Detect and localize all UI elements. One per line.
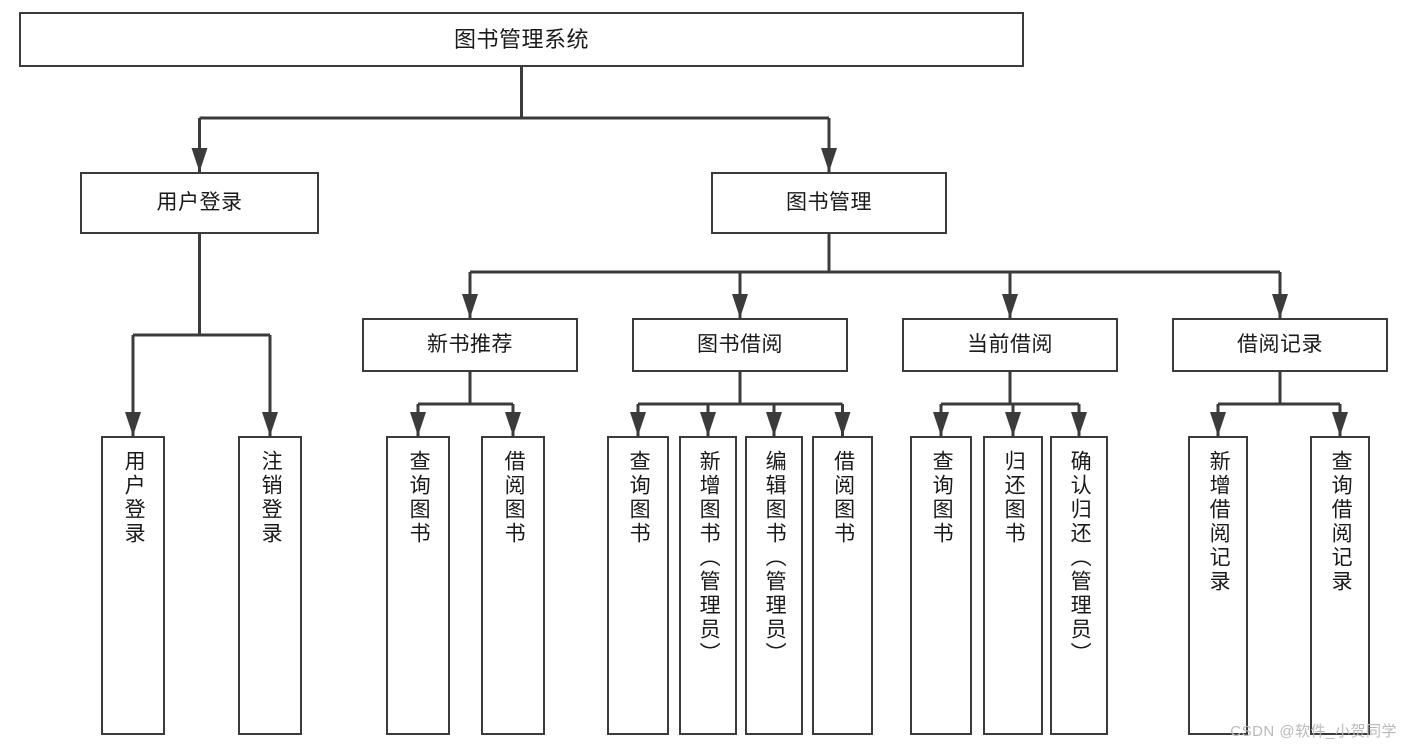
node-leaf-borrow-book-1[interactable]: 借阅图书 <box>481 436 545 735</box>
node-label: 借阅图书 <box>502 450 526 546</box>
node-leaf-user-login[interactable]: 用户登录 <box>101 436 165 735</box>
node-leaf-user-logout[interactable]: 注销登录 <box>238 436 302 735</box>
node-leaf-query-book-3[interactable]: 查询图书 <box>910 436 972 735</box>
node-leaf-add-book[interactable]: 新增图书（管理员） <box>679 436 737 735</box>
node-label: 图书借阅 <box>697 332 783 356</box>
node-new-book-rec[interactable]: 新书推荐 <box>362 318 578 372</box>
node-label: 借阅图书 <box>831 450 855 546</box>
node-leaf-confirm-return[interactable]: 确认归还（管理员） <box>1050 436 1108 735</box>
node-label: 新书推荐 <box>427 332 513 356</box>
node-label: 查询图书 <box>407 450 431 546</box>
node-leaf-query-record[interactable]: 查询借阅记录 <box>1310 436 1370 735</box>
node-label: 新增借阅记录 <box>1207 450 1231 594</box>
node-label: 借阅记录 <box>1237 332 1323 356</box>
node-label: 当前借阅 <box>967 332 1053 356</box>
node-label: 确认归还（管理员） <box>1068 450 1092 666</box>
node-leaf-return-book[interactable]: 归还图书 <box>983 436 1043 735</box>
node-label: 查询借阅记录 <box>1329 450 1353 594</box>
node-label: 编辑图书（管理员） <box>763 450 787 666</box>
node-label: 归还图书 <box>1002 450 1026 546</box>
node-leaf-add-record[interactable]: 新增借阅记录 <box>1188 436 1248 735</box>
node-label: 新增图书（管理员） <box>697 450 721 666</box>
node-current-borrow[interactable]: 当前借阅 <box>902 318 1118 372</box>
node-label: 图书管理 <box>786 190 872 214</box>
node-label: 查询图书 <box>627 450 651 546</box>
node-user-login[interactable]: 用户登录 <box>80 172 319 234</box>
node-root[interactable]: 图书管理系统 <box>19 12 1024 67</box>
node-leaf-edit-book[interactable]: 编辑图书（管理员） <box>745 436 803 735</box>
node-book-manage[interactable]: 图书管理 <box>711 172 947 234</box>
node-label: 注销登录 <box>259 450 283 546</box>
node-leaf-query-book-1[interactable]: 查询图书 <box>386 436 450 735</box>
node-label: 图书管理系统 <box>453 26 589 52</box>
node-leaf-query-book-2[interactable]: 查询图书 <box>607 436 669 735</box>
node-label: 查询图书 <box>930 450 954 546</box>
node-borrow-records[interactable]: 借阅记录 <box>1172 318 1388 372</box>
node-book-borrow[interactable]: 图书借阅 <box>632 318 848 372</box>
node-leaf-borrow-book-2[interactable]: 借阅图书 <box>812 436 873 735</box>
node-label: 用户登录 <box>156 190 243 214</box>
node-label: 用户登录 <box>122 450 146 546</box>
watermark: CSDN @软件_小贺同学 <box>1230 723 1397 740</box>
